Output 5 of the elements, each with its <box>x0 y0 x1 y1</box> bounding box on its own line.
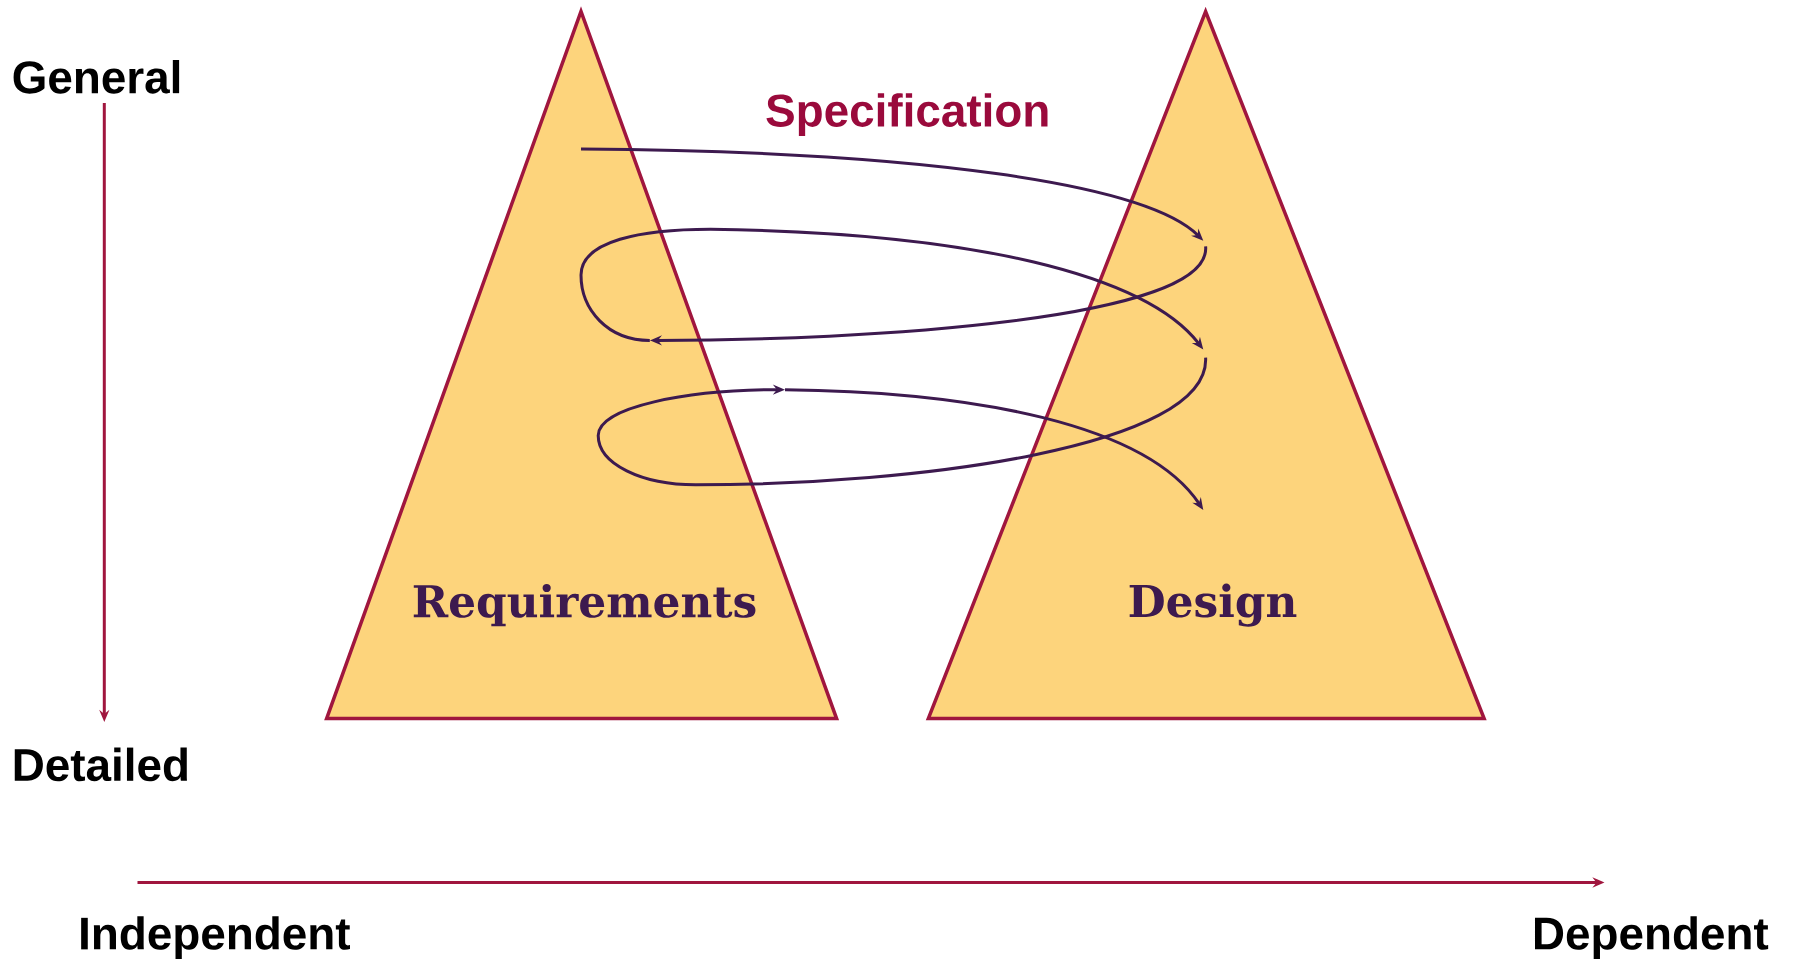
axis-label: Dependent <box>1535 916 1769 959</box>
axis-label: Independent <box>81 916 350 959</box>
axis-label: General <box>13 60 180 94</box>
axis-label: Detailed <box>14 747 187 782</box>
spiral-arrow <box>596 357 1208 487</box>
